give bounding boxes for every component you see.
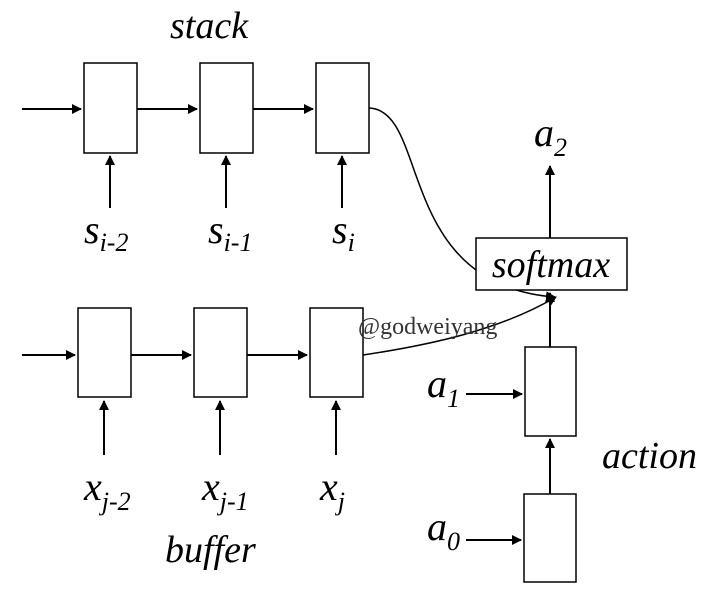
buffer-input-label-3: xj	[319, 464, 345, 516]
buffer-cell-3	[309, 307, 364, 398]
action-label: action	[602, 435, 697, 477]
stack-cell-2	[199, 62, 254, 154]
action-input-label-1: a1	[427, 361, 460, 413]
softmax-label: softmax	[492, 244, 610, 286]
watermark-text: @godweiyang	[358, 314, 497, 340]
buffer-to-softmax-curve	[362, 296, 557, 356]
output-label: a2	[534, 110, 567, 162]
stack-cell-1	[83, 62, 138, 154]
stack-input-label-1: si-2	[84, 207, 128, 257]
action-cell-top	[524, 346, 577, 437]
action-input-label-0: a0	[427, 504, 460, 556]
buffer-label: buffer	[165, 529, 256, 571]
softmax-box	[475, 237, 628, 291]
stack-row: si-2 si-1 si	[22, 62, 370, 257]
buffer-cell-2	[193, 307, 248, 398]
buffer-cell-1	[77, 307, 132, 398]
stack-input-label-2: si-1	[208, 207, 252, 257]
buffer-input-label-2: xj-1	[201, 464, 249, 516]
buffer-input-label-1: xj-2	[83, 464, 131, 516]
stack-cell-3	[315, 62, 370, 154]
action-column: a0 a1	[427, 292, 577, 583]
stack-label: stack	[170, 5, 249, 47]
buffer-row: xj-2 xj-1 xj	[22, 307, 364, 516]
stack-input-label-3: si	[332, 207, 355, 257]
action-cell-bottom	[523, 493, 577, 583]
